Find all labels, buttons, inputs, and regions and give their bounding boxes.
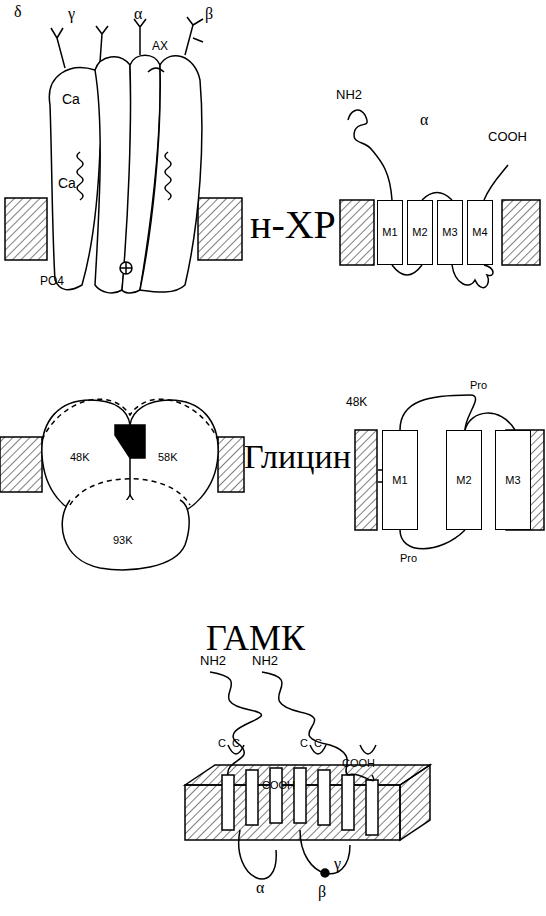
part-label: Ca <box>62 92 80 106</box>
part-label: PO4 <box>40 275 64 287</box>
part-label: 48K <box>70 452 90 463</box>
section-title: ГАМК <box>206 620 305 656</box>
segment-label: M1 <box>382 227 397 238</box>
section-title: Глицин <box>244 440 351 474</box>
transmembrane-segment: M2 <box>446 430 482 530</box>
part-label: C <box>232 738 240 749</box>
part-label: NH2 <box>200 654 226 667</box>
part-label: NH2 <box>252 654 278 667</box>
subunit-label: δ <box>14 4 22 20</box>
segment-label: M2 <box>412 227 427 238</box>
part-label: COOH <box>342 758 375 769</box>
part-label: C <box>218 738 226 749</box>
part-label: COOH <box>262 780 295 791</box>
segment-label: M3 <box>442 227 457 238</box>
part-label: 48K <box>346 396 367 408</box>
transmembrane-segment: M4 <box>467 200 493 265</box>
subunit-label: γ <box>334 856 341 872</box>
transmembrane-segment: M2 <box>407 200 433 265</box>
transmembrane-segment: M1 <box>377 200 403 265</box>
part-label: Pro <box>400 553 417 564</box>
subunit-label: α <box>134 6 142 22</box>
part-label: 58K <box>158 452 178 463</box>
part-label: Ca <box>58 176 76 190</box>
part-label: Pro <box>470 380 487 391</box>
part-label: 93K <box>113 535 133 546</box>
transmembrane-segment: M3 <box>495 430 531 530</box>
part-label: C <box>314 738 322 749</box>
transmembrane-segment: M1 <box>382 430 418 530</box>
part-label: COOH <box>488 130 527 143</box>
subunit-label: β <box>205 6 213 22</box>
segment-label: M4 <box>472 227 487 238</box>
segment-label: M2 <box>456 475 471 486</box>
subunit-label: β <box>318 884 326 900</box>
segment-label: M1 <box>392 475 407 486</box>
section-title: н-ХР <box>250 205 336 245</box>
part-label: NH2 <box>336 88 362 101</box>
part-label: AX <box>152 40 168 52</box>
subunit-label: α <box>420 112 428 128</box>
part-label: C <box>300 738 308 749</box>
subunit-label: γ <box>68 6 75 22</box>
segment-label: M3 <box>505 475 520 486</box>
subunit-label: α <box>256 880 264 896</box>
transmembrane-segment: M3 <box>437 200 463 265</box>
